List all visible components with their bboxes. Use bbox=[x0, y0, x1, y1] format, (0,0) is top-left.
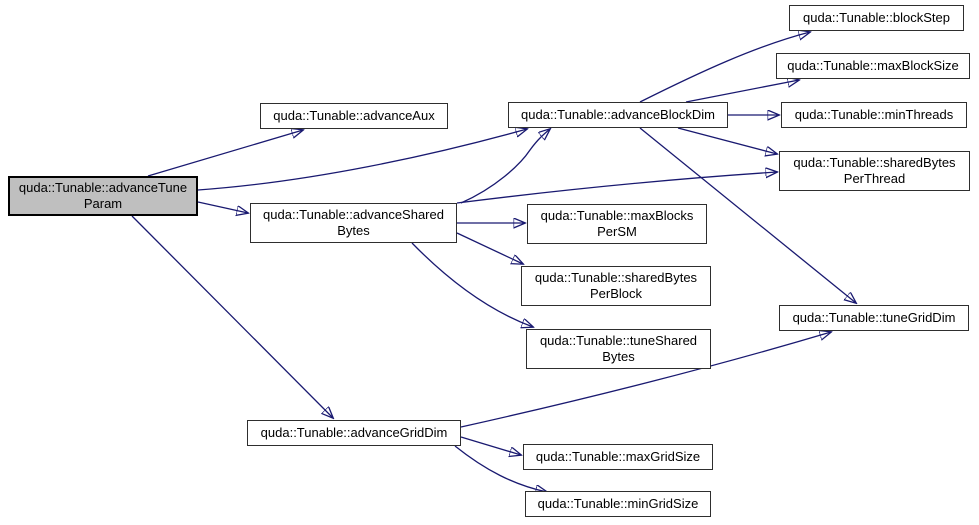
graph-node-tuneSharedBytes[interactable]: quda::Tunable::tuneShared Bytes bbox=[526, 329, 711, 369]
graph-node-advanceBlockDim[interactable]: quda::Tunable::advanceBlockDim bbox=[508, 102, 728, 128]
node-label: quda::Tunable::advanceBlockDim bbox=[521, 107, 715, 122]
node-label: PerThread bbox=[843, 171, 906, 186]
graph-node-minGridSize[interactable]: quda::Tunable::minGridSize bbox=[525, 491, 711, 517]
node-label: quda::Tunable::advanceAux bbox=[273, 108, 435, 123]
edge-advanceBlockDim-maxBlockSize bbox=[685, 80, 799, 103]
edge-advanceSharedBytes-advanceBlockDim bbox=[460, 129, 550, 204]
node-label: Bytes bbox=[602, 349, 635, 364]
edge-advanceTuneParam-advanceAux bbox=[147, 130, 303, 177]
node-label: quda::Tunable::minGridSize bbox=[537, 496, 699, 511]
graph-node-tuneGridDim[interactable]: quda::Tunable::tuneGridDim bbox=[779, 305, 969, 331]
node-label: quda::Tunable::advanceShared bbox=[263, 207, 444, 222]
graph-node-advanceAux[interactable]: quda::Tunable::advanceAux bbox=[260, 103, 448, 129]
graph-node-maxGridSize[interactable]: quda::Tunable::maxGridSize bbox=[523, 444, 713, 470]
edge-advanceSharedBytes-sharedBytesPerBlock bbox=[456, 232, 523, 264]
graph-node-sharedBytesPerThread[interactable]: quda::Tunable::sharedBytes PerThread bbox=[779, 151, 970, 191]
edge-advanceBlockDim-tuneGridDim bbox=[639, 127, 856, 303]
edge-advanceGridDim-maxGridSize bbox=[460, 436, 521, 455]
edge-advanceGridDim-minGridSize bbox=[454, 445, 547, 492]
graph-node-sharedBytesPerBlock[interactable]: quda::Tunable::sharedBytes PerBlock bbox=[521, 266, 711, 306]
graph-node-advanceGridDim[interactable]: quda::Tunable::advanceGridDim bbox=[247, 420, 461, 446]
graph-node-advanceTuneParam: quda::Tunable::advanceTune Param bbox=[8, 176, 198, 216]
node-label: quda::Tunable::blockStep bbox=[803, 10, 950, 25]
edge-advanceBlockDim-sharedBytesPerThread bbox=[677, 127, 777, 154]
node-label: PerSM bbox=[597, 224, 637, 239]
graph-node-advanceSharedBytes[interactable]: quda::Tunable::advanceShared Bytes bbox=[250, 203, 457, 243]
node-label: quda::Tunable::tuneShared bbox=[539, 333, 698, 348]
graph-node-minThreads[interactable]: quda::Tunable::minThreads bbox=[781, 102, 967, 128]
node-label: quda::Tunable::sharedBytes bbox=[793, 155, 956, 170]
graph-node-blockStep[interactable]: quda::Tunable::blockStep bbox=[789, 5, 964, 31]
graph-node-maxBlockSize[interactable]: quda::Tunable::maxBlockSize bbox=[776, 53, 970, 79]
edge-advanceTuneParam-advanceGridDim bbox=[131, 215, 333, 418]
edge-advanceTuneParam-advanceBlockDim bbox=[197, 129, 527, 191]
node-label: quda::Tunable::maxBlocks bbox=[540, 208, 694, 223]
edge-advanceBlockDim-blockStep bbox=[639, 32, 810, 103]
node-label: quda::Tunable::minThreads bbox=[794, 107, 954, 122]
node-label: quda::Tunable::maxGridSize bbox=[535, 449, 701, 464]
node-label: quda::Tunable::maxBlockSize bbox=[787, 58, 959, 73]
edge-advanceTuneParam-advanceSharedBytes bbox=[197, 201, 248, 213]
node-label: quda::Tunable::sharedBytes bbox=[534, 270, 698, 285]
edge-advanceSharedBytes-sharedBytesPerThread bbox=[456, 172, 777, 204]
graph-node-maxBlocksPerSM[interactable]: quda::Tunable::maxBlocks PerSM bbox=[527, 204, 707, 244]
edge-advanceSharedBytes-tuneSharedBytes bbox=[411, 242, 533, 327]
node-label: Param bbox=[83, 196, 123, 211]
node-label: quda::Tunable::advanceTune bbox=[18, 180, 188, 195]
node-label: quda::Tunable::tuneGridDim bbox=[792, 310, 956, 325]
node-label: Bytes bbox=[337, 223, 370, 238]
node-label: quda::Tunable::advanceGridDim bbox=[260, 425, 448, 440]
edge-advanceGridDim-tuneGridDim bbox=[460, 332, 831, 428]
node-label: PerBlock bbox=[589, 286, 643, 301]
